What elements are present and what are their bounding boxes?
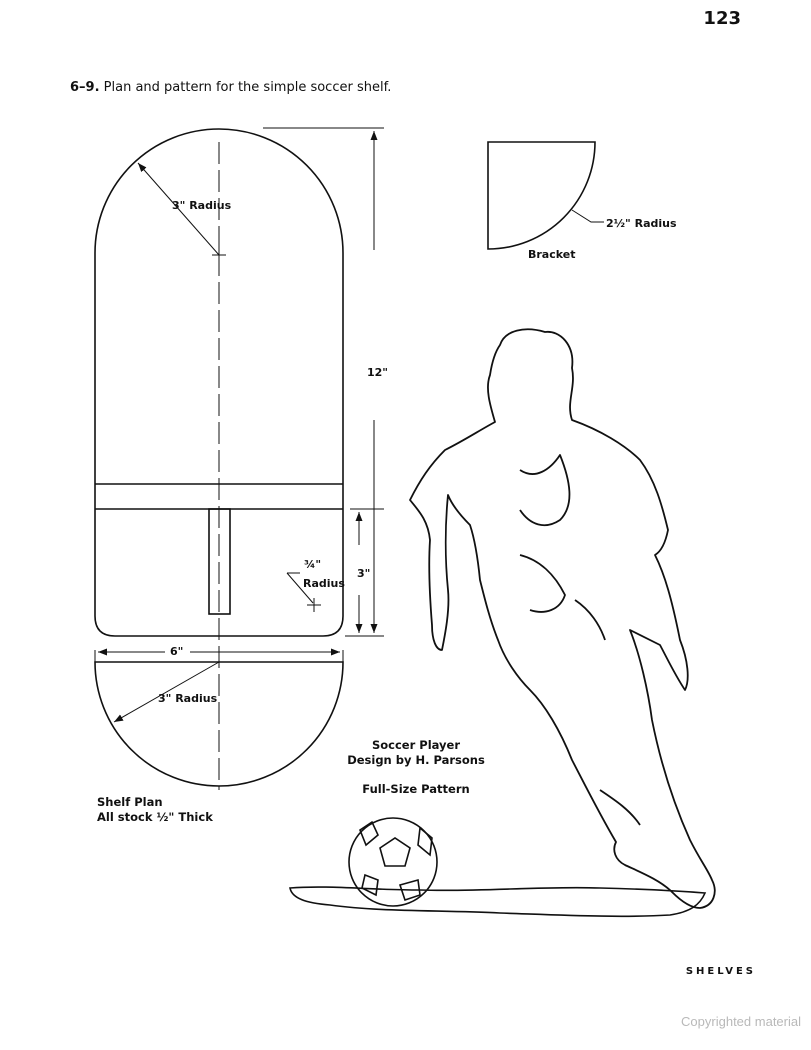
shelf-outline xyxy=(94,661,344,787)
designer-credit: Design by H. Parsons xyxy=(347,753,485,767)
caption-text: Plan and pattern for the simple soccer s… xyxy=(99,80,392,95)
corner-radius-label: Radius xyxy=(303,577,345,590)
shelf-plan-line2: All stock ½" Thick xyxy=(97,810,213,824)
page-number: 123 xyxy=(703,8,741,29)
top-radius-arrow xyxy=(137,162,220,256)
soccer-player-name: Soccer Player xyxy=(371,738,461,752)
section-footer: SHELVES xyxy=(685,966,756,977)
copyright-watermark: Copyrighted material xyxy=(681,1014,801,1029)
figure-caption: 6–9. Plan and pattern for the simple soc… xyxy=(70,80,391,95)
corner-radius-fraction: ¾" xyxy=(304,558,322,571)
soccer-player-pattern xyxy=(409,328,716,909)
shelf-radius-label: 3" Radius xyxy=(158,692,218,705)
soccer-ball xyxy=(348,817,438,907)
bracket-radius-label: 2½" Radius xyxy=(606,217,677,230)
bracket-outline xyxy=(487,141,596,250)
soccer-player-title: Soccer Player Design by H. Parsons Full-… xyxy=(346,738,486,797)
lower-height-label: 3" xyxy=(357,567,371,580)
width-dimension-label: 6" xyxy=(170,645,184,658)
height-dimension-label: 12" xyxy=(367,366,389,379)
figure-number: 6–9. xyxy=(70,80,100,95)
bracket-label: Bracket xyxy=(528,248,576,261)
shelf-plan-line1: Shelf Plan xyxy=(97,795,163,809)
shelf-plan-title: Shelf Plan All stock ½" Thick xyxy=(97,795,213,825)
ground-line xyxy=(289,886,707,918)
top-radius-label: 3" Radius xyxy=(172,199,232,212)
pattern-note: Full-Size Pattern xyxy=(362,782,470,796)
